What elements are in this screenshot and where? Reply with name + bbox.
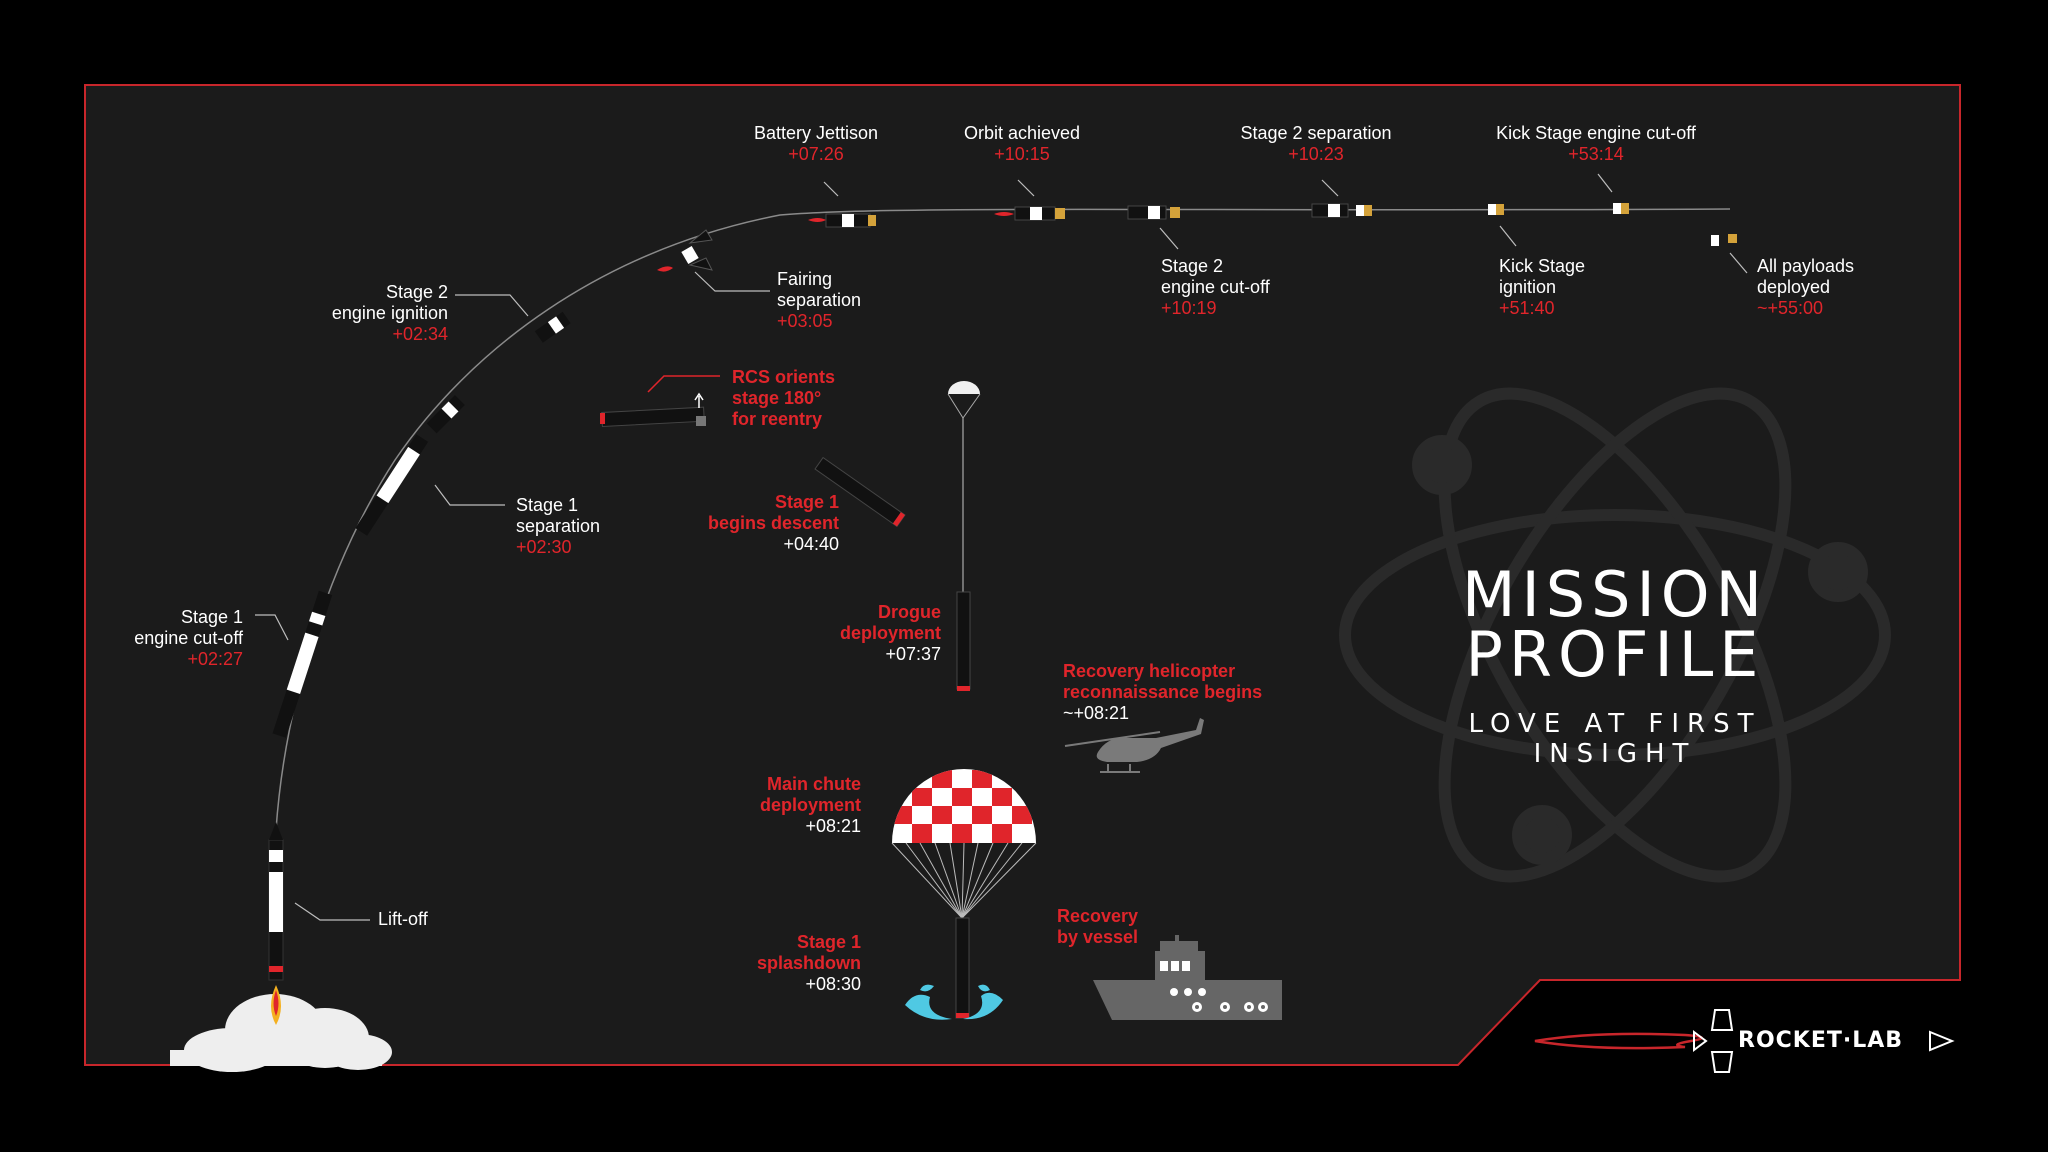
label-s1-sep-time: +02:30 <box>516 537 572 557</box>
label-splash-time: +08:30 <box>805 974 861 994</box>
battery-jettison-icon <box>808 213 876 228</box>
label-payloads-time: ~+55:00 <box>1757 298 1824 318</box>
label-s1-sep-line1: Stage 1 <box>516 495 579 515</box>
title: MISSION PROFILE <box>1385 564 1845 686</box>
label-kick-ignition: Kick Stage ignition +51:40 <box>1499 256 1585 319</box>
label-payloads-line1: All payloads <box>1757 256 1855 276</box>
label-kick-cutoff: Kick Stage engine cut-off +53:14 <box>1460 123 1732 165</box>
label-kick-ign-time: +51:40 <box>1499 298 1555 318</box>
label-heli-line1: Recovery helicopter <box>1063 661 1236 681</box>
label-helicopter: Recovery helicopter reconnaissance begin… <box>1063 661 1262 724</box>
kick-stage-ignition-icon <box>1488 204 1504 215</box>
title-line-1: MISSION <box>1462 558 1768 631</box>
label-drogue-time: +07:37 <box>885 644 941 664</box>
label-payloads-line2: deployed <box>1757 277 1831 297</box>
label-fairing: Fairing separation +03:05 <box>777 269 861 332</box>
label-kick-cut-time: +53:14 <box>1568 144 1624 164</box>
label-s2-cut-line1: Stage 2 <box>1161 256 1224 276</box>
label-descent-line2: begins descent <box>707 513 839 533</box>
label-descent-line1: Stage 1 <box>774 492 839 512</box>
rocketlab-logo-icon <box>1534 1009 1955 1073</box>
label-s2-ign-line1: Stage 2 <box>385 282 448 302</box>
label-orbit-time: +10:15 <box>994 144 1050 164</box>
label-fairing-time: +03:05 <box>777 311 833 331</box>
label-heli-line2: reconnaissance begins <box>1063 682 1263 702</box>
label-kick-cut-line1: Kick Stage engine cut-off <box>1496 123 1696 143</box>
splash-icon <box>905 984 1003 1020</box>
label-s2-ign-line2: engine ignition <box>331 303 448 323</box>
label-orbit-line1: Orbit achieved <box>963 123 1081 143</box>
brand-logo-text: ROCKET·LAB <box>1738 1028 1904 1053</box>
label-s2-cut-time: +10:19 <box>1161 298 1217 318</box>
label-s2-ignition: Stage 2 engine ignition +02:34 <box>260 282 448 345</box>
label-rcs-line2: stage 180° <box>732 388 822 408</box>
rocket-stage-1-sep-icon <box>355 434 429 536</box>
subtitle: LOVE AT FIRST INSIGHT <box>1468 709 1762 769</box>
label-drogue: Drogue deployment +07:37 <box>740 602 941 665</box>
label-s1-sep-line2: separation <box>516 516 601 536</box>
rocket-stage-1-icon <box>272 590 333 738</box>
label-heli-time: ~+08:21 <box>1063 703 1130 723</box>
label-s2-separation: Stage 2 separation +10:23 <box>1216 123 1416 165</box>
fairing-separation-icon <box>657 229 713 272</box>
label-main-line2: deployment <box>759 795 861 815</box>
label-payloads: All payloads deployed ~+55:00 <box>1757 256 1854 319</box>
smoke-cloud-icon <box>170 994 392 1072</box>
stage-2-cutoff-icon <box>1127 205 1180 220</box>
label-fairing-line1: Fairing <box>777 269 833 289</box>
label-s2-sep-line1: Stage 2 separation <box>1240 123 1392 143</box>
label-rcs: RCS orients stage 180° for reentry <box>732 367 835 430</box>
kick-stage-cutoff-icon <box>1613 203 1629 214</box>
label-drogue-line2: deployment <box>839 623 941 643</box>
main-chute-icon <box>891 769 1037 1019</box>
stage-2-separation-icon <box>1311 203 1372 218</box>
label-kick-ign-line1: Kick Stage <box>1499 256 1586 276</box>
drogue-chute-icon <box>947 381 981 691</box>
rocket-stage-2-icon <box>426 395 465 434</box>
label-s1-cutoff-line1: Stage 1 <box>180 607 243 627</box>
label-battery-line1: Battery Jettison <box>753 123 879 143</box>
label-s2-cut-line2: engine cut-off <box>1161 277 1270 297</box>
label-rcs-line3: for reentry <box>732 409 823 429</box>
label-drogue-line1: Drogue <box>878 602 941 622</box>
payload-deploy-icon <box>1711 234 1737 246</box>
label-orbit: Orbit achieved +10:15 <box>922 123 1122 165</box>
rcs-stage-icon <box>600 375 720 428</box>
leader-lines <box>255 173 1748 921</box>
rocket-icon <box>268 822 284 1025</box>
label-splash-line2: splashdown <box>756 953 861 973</box>
descent-stage-icon <box>814 456 906 528</box>
label-main-time: +08:21 <box>805 816 861 836</box>
helicopter-icon <box>1064 718 1204 773</box>
label-main-chute: Main chute deployment +08:21 <box>700 774 861 837</box>
label-battery-time: +07:26 <box>788 144 844 164</box>
boat-icon <box>1093 935 1282 1020</box>
label-kick-ign-line2: ignition <box>1499 277 1557 297</box>
label-battery: Battery Jettison +07:26 <box>716 123 916 165</box>
label-main-line1: Main chute <box>766 774 861 794</box>
atom-watermark-icon <box>1339 387 1891 883</box>
label-vessel-line2: by vessel <box>1057 927 1139 947</box>
label-liftoff: Lift-off <box>378 909 428 929</box>
trajectory-path <box>275 208 1731 831</box>
label-s2-cutoff: Stage 2 engine cut-off +10:19 <box>1161 256 1270 319</box>
label-fairing-line2: separation <box>777 290 862 310</box>
orbit-stage-icon <box>994 206 1065 221</box>
label-s2-ign-time: +02:34 <box>392 324 448 344</box>
label-vessel: Recovery by vessel <box>1057 906 1138 948</box>
label-descent: Stage 1 begins descent +04:40 <box>640 492 839 555</box>
label-splashdown: Stage 1 splashdown +08:30 <box>700 932 861 995</box>
title-line-2: PROFILE <box>1465 618 1765 691</box>
label-s2-sep-time: +10:23 <box>1288 144 1344 164</box>
label-s1-cutoff: Stage 1 engine cut-off +02:27 <box>60 607 243 670</box>
label-s1-cutoff-time: +02:27 <box>187 649 243 669</box>
label-vessel-line1: Recovery <box>1057 906 1139 926</box>
label-descent-time: +04:40 <box>783 534 839 554</box>
rocket-stage-2-ignition-icon <box>534 311 571 343</box>
label-s1-cutoff-line2: engine cut-off <box>134 628 243 648</box>
label-s1-separation: Stage 1 separation +02:30 <box>516 495 600 558</box>
label-splash-line1: Stage 1 <box>796 932 861 952</box>
label-rcs-line1: RCS orients <box>732 367 836 387</box>
